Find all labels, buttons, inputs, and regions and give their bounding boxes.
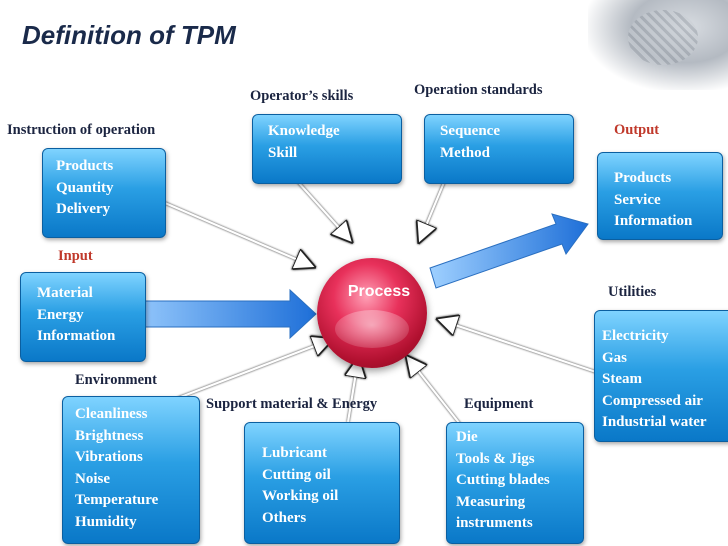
input-box: [20, 272, 146, 362]
output-heading: Output: [614, 122, 660, 138]
list-item: Products: [56, 158, 114, 174]
equipment-box: [446, 422, 584, 544]
list-item: Working oil: [262, 488, 339, 504]
list-item: Information: [37, 328, 116, 344]
utilities-list: Electricity Gas Steam Compressed air Ind…: [602, 326, 707, 434]
operation-standards-heading: Operation standards: [414, 82, 543, 98]
operator-skills-list: Knowledge Skill: [268, 121, 340, 164]
list-item: Measuring: [456, 493, 526, 510]
support-list: Lubricant Cutting oil Working oil Others: [262, 443, 338, 529]
list-item: Brightness: [75, 427, 144, 444]
list-item: Gas: [602, 349, 628, 366]
list-item: Temperature: [75, 492, 159, 508]
operation-standards-box: [424, 114, 574, 184]
list-item: Cleanliness: [75, 406, 148, 422]
arrow-instruction: [157, 198, 312, 266]
list-item: Noise: [75, 470, 110, 487]
instruction-box: [42, 148, 166, 238]
instruction-list: Products Quantity Delivery: [56, 156, 114, 221]
utilities-box: [594, 310, 728, 442]
list-item: Quantity: [56, 179, 114, 196]
environment-heading: Environment: [75, 372, 157, 388]
support-heading: Support material & Energy: [206, 396, 378, 412]
list-item: instruments: [456, 515, 533, 531]
operator-skills-heading: Operator’s skills: [250, 88, 354, 104]
list-item: Service: [614, 191, 661, 208]
output-list: Products Service Information: [614, 168, 692, 233]
list-item: Sequence: [440, 123, 500, 139]
input-heading: Input: [58, 248, 93, 264]
support-box: [244, 422, 400, 544]
utilities-heading: Utilities: [608, 284, 657, 300]
list-item: Compressed air: [602, 392, 703, 409]
list-item: Delivery: [56, 201, 111, 217]
list-item: Humidity: [75, 513, 137, 530]
input-arrow: [117, 288, 317, 340]
list-item: Energy: [37, 306, 84, 323]
process-label: Process: [347, 283, 411, 300]
arrow-operator-skills: [297, 181, 350, 240]
list-item: Method: [440, 144, 490, 161]
environment-box: [62, 396, 200, 544]
arrow-operation-standards: [420, 179, 447, 240]
list-item: Knowledge: [268, 123, 340, 139]
list-item: Material: [37, 285, 93, 301]
output-box: [597, 152, 723, 240]
operator-skills-box: [252, 114, 402, 184]
list-item: Lubricant: [262, 445, 328, 461]
list-item: Skill: [268, 144, 298, 161]
arrow-support: [348, 360, 358, 423]
list-item: Products: [614, 170, 672, 186]
arrow-equipment: [408, 358, 461, 425]
input-list: Material Energy Information: [37, 283, 115, 348]
list-item: Industrial water: [602, 414, 707, 430]
list-item: Tools & Jigs: [456, 450, 535, 467]
instruction-heading: Instruction of operation: [7, 122, 156, 138]
list-item: Cutting blades: [456, 472, 550, 488]
operation-standards-list: Sequence Method: [440, 121, 500, 164]
process-sphere: [317, 258, 427, 368]
list-item: Information: [614, 213, 693, 229]
arrow-utilities: [440, 320, 597, 374]
list-item: Electricity: [602, 328, 669, 344]
equipment-heading: Equipment: [464, 396, 534, 412]
list-item: Die: [456, 429, 478, 445]
environment-list: Cleanliness Brightness Vibrations Noise …: [75, 404, 158, 533]
output-arrow: [429, 213, 589, 289]
list-item: Vibrations: [75, 449, 143, 465]
list-item: Cutting oil: [262, 466, 331, 483]
arrow-environment: [177, 340, 330, 400]
list-item: Steam: [602, 371, 642, 387]
globe-decoration: [588, 0, 728, 90]
equipment-list: Die Tools & Jigs Cutting blades Measurin…: [456, 427, 550, 535]
list-item: Others: [262, 509, 307, 526]
page-title: Definition of TPM: [22, 20, 236, 50]
